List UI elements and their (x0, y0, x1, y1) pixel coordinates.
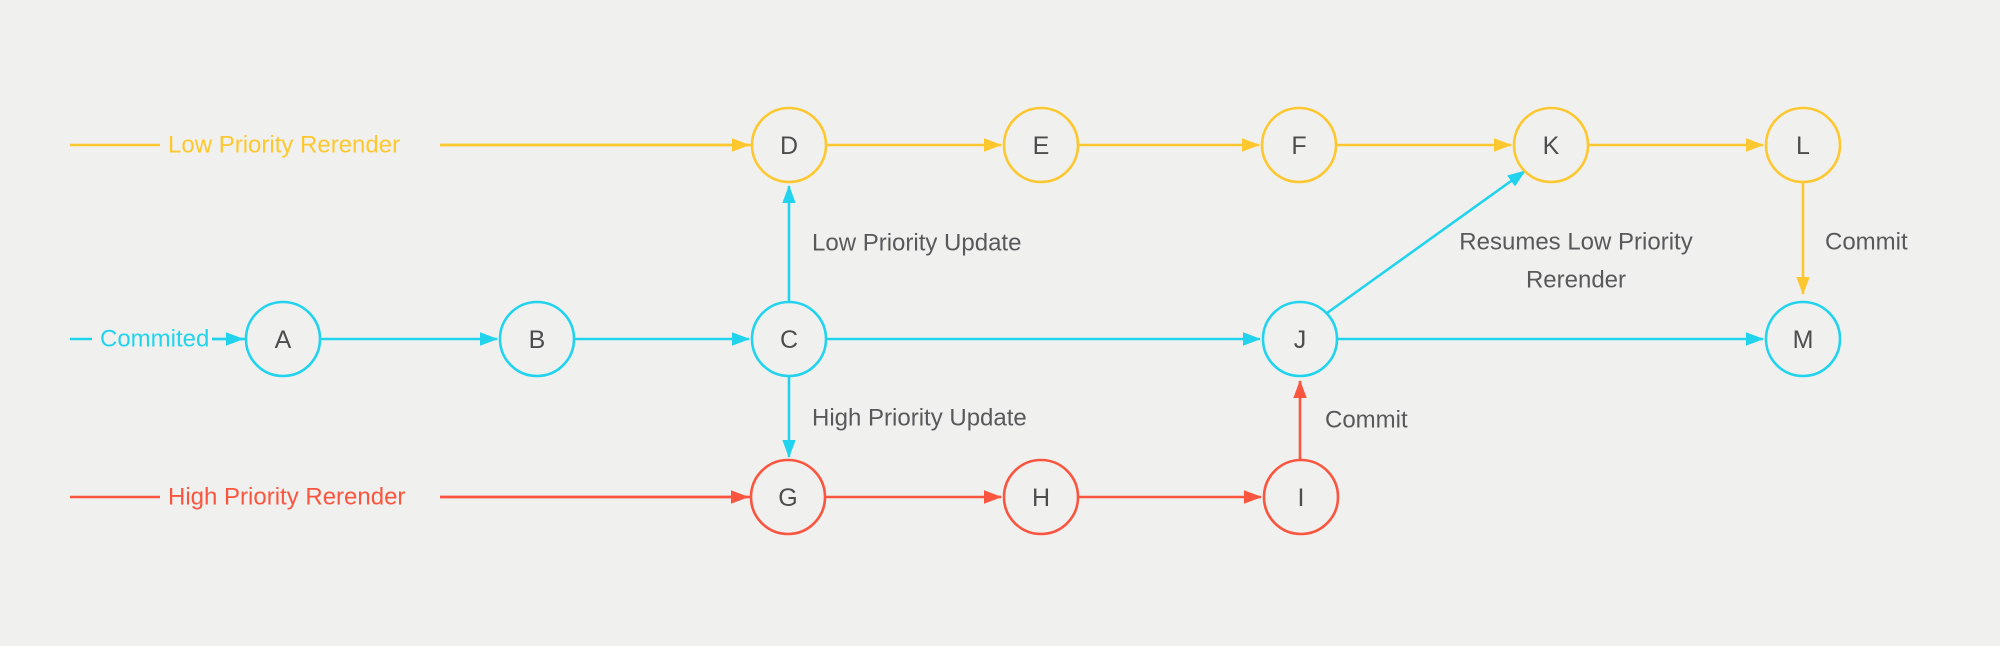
node-m[interactable]: M (1764, 300, 1842, 378)
node-label-h: H (1032, 484, 1050, 512)
node-label-k: K (1543, 132, 1560, 160)
node-label-f: F (1291, 132, 1306, 160)
node-h[interactable]: H (1002, 458, 1080, 536)
edge-J-K (1326, 169, 1526, 315)
node-a[interactable]: A (244, 300, 322, 378)
node-circle-e[interactable] (1002, 106, 1080, 184)
node-circle-a[interactable] (244, 300, 322, 378)
node-label-e: E (1033, 132, 1050, 160)
node-g[interactable]: G (749, 458, 827, 536)
node-circle-j[interactable] (1261, 300, 1339, 378)
node-circle-l[interactable] (1764, 106, 1842, 184)
node-circle-g[interactable] (749, 458, 827, 536)
edges-layer (212, 138, 1810, 504)
node-circle-f[interactable] (1260, 106, 1338, 184)
lane-legend-high-priority-rerender: High Priority Rerender (70, 484, 752, 511)
node-circle-c[interactable] (750, 300, 828, 378)
node-circle-d[interactable] (750, 106, 828, 184)
node-label-c: C (780, 326, 798, 354)
node-c[interactable]: C (750, 300, 828, 378)
lane-legend-committed: Commited (70, 326, 246, 353)
node-label-i: I (1298, 484, 1305, 512)
lane-label-committed: Commited (100, 326, 209, 353)
node-label-a: A (275, 326, 292, 354)
node-circle-k[interactable] (1512, 106, 1590, 184)
node-label-g: G (778, 484, 797, 512)
node-circle-h[interactable] (1002, 458, 1080, 536)
lane-label-low-priority-rerender: Low Priority Rerender (168, 132, 400, 159)
node-label-l: L (1796, 132, 1810, 160)
node-i[interactable]: I (1262, 458, 1340, 536)
edge-label-commit-i-j: Commit (1325, 407, 1408, 434)
node-l[interactable]: L (1764, 106, 1842, 184)
node-label-b: B (529, 326, 546, 354)
node-label-d: D (780, 132, 798, 160)
edge-label-resumes-low-priority-rerender-line1: Resumes Low Priority (1459, 229, 1692, 256)
lane-label-high-priority-rerender: High Priority Rerender (168, 484, 405, 511)
edge-label-commit-l-m: Commit (1825, 229, 1908, 256)
node-d[interactable]: D (750, 106, 828, 184)
node-circle-b[interactable] (498, 300, 576, 378)
node-label-j: J (1294, 326, 1307, 354)
edge-label-resumes-low-priority-rerender-line2: Rerender (1526, 267, 1626, 294)
node-label-m: M (1793, 326, 1814, 354)
node-circle-m[interactable] (1764, 300, 1842, 378)
node-f[interactable]: F (1260, 106, 1338, 184)
edge-label-low-priority-update: Low Priority Update (812, 230, 1021, 257)
node-b[interactable]: B (498, 300, 576, 378)
node-j[interactable]: J (1261, 300, 1339, 378)
node-circle-i[interactable] (1262, 458, 1340, 536)
node-e[interactable]: E (1002, 106, 1080, 184)
nodes-layer: A B C J M D E F K L G H I (244, 106, 1842, 536)
node-k[interactable]: K (1512, 106, 1590, 184)
edge-label-high-priority-update: High Priority Update (812, 405, 1027, 432)
